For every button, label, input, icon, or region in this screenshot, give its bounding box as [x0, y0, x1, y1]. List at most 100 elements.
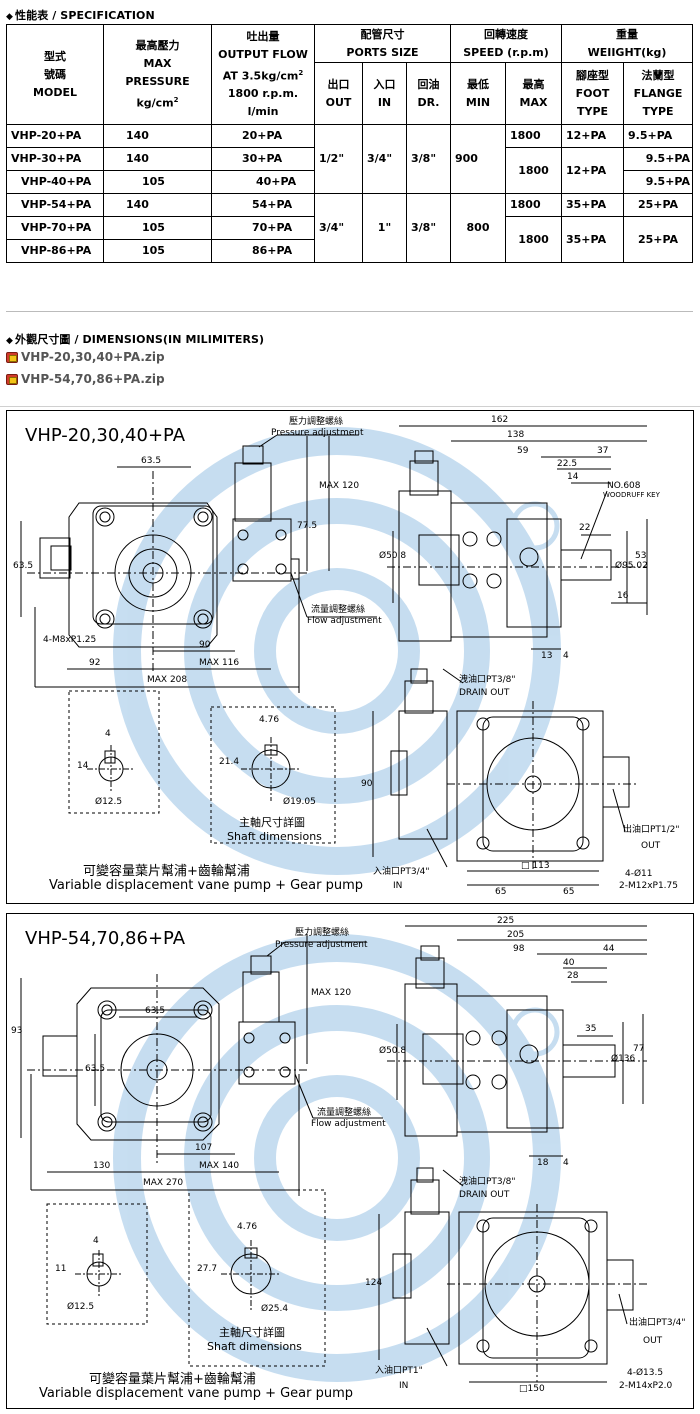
drawing-1-caption-cn: 可變容量葉片幫浦+齒輪幫浦: [83, 864, 250, 879]
dim-label: 90: [361, 779, 373, 789]
table-row: VHP-70+PA 105 70+PA 1800 35+PA 25+PA: [6, 216, 693, 263]
dimension-drawing-1: VHP-20,30,40+PA 壓力調整螺絲 Pressure adjustme…: [6, 410, 694, 904]
dim-label: Ø95.02: [615, 561, 648, 571]
dim-label: 53: [635, 551, 647, 561]
thread-label: 2-M14xP2.0: [619, 1381, 673, 1391]
dim-label: 4: [105, 729, 111, 739]
woodruff-key-label-2: WOODRUFF KEY: [603, 491, 660, 499]
woodruff-key-label: NO.608: [607, 481, 641, 491]
dim-label: Ø50.8: [379, 551, 407, 561]
dim-label: □150: [519, 1384, 545, 1394]
dim-label: Ø25.4: [261, 1304, 289, 1314]
drawing-1-caption: Variable displacement vane pump + Gear p…: [49, 878, 364, 893]
dim-label: 225: [497, 916, 515, 926]
drawing-2-title: VHP-54,70,86+PA: [25, 928, 186, 949]
dim-label: 4: [563, 1158, 569, 1168]
dim-label: MAX 208: [147, 675, 188, 685]
dim-label: 63.5: [141, 456, 162, 466]
drawing-1-title: VHP-20,30,40+PA: [25, 425, 186, 446]
dim-label: 130: [93, 1161, 111, 1171]
in-port-label: IN: [393, 881, 403, 891]
drain-out-label-cn: 洩油口PT3/8": [459, 675, 516, 685]
dimensions-section-title: ◆外觀尺寸圖 / DIMENSIONS(IN MILIMITERS): [6, 333, 265, 346]
table-row: VHP-20+PA 140 20+PA 1/2" 3/4" 3/8" 900 1…: [6, 124, 693, 194]
zip-link-vhp-20-30-40[interactable]: VHP-20,30,40+PA.zip: [6, 350, 165, 364]
dim-label: 124: [365, 1278, 383, 1288]
dim-label: 162: [491, 415, 509, 425]
dim-label: 65: [563, 887, 575, 897]
dim-label: 35: [585, 1024, 597, 1034]
out-port-label-cn: 出油口PT1/2": [623, 825, 680, 835]
dim-label: 27.7: [197, 1264, 218, 1274]
shaft-dimensions-label: Shaft dimensions: [207, 1340, 302, 1353]
hole-label: 4-Ø11: [625, 869, 653, 879]
dim-label: 63.5: [85, 1064, 106, 1074]
dim-label: MAX 116: [199, 658, 240, 668]
pressure-adjustment-label-cn: 壓力調整螺絲: [289, 417, 344, 427]
dim-label: 44: [603, 944, 615, 954]
dim-label: 93: [11, 1026, 23, 1036]
dim-label: 21.4: [219, 757, 240, 767]
drain-out-label-cn: 洩油口PT3/8": [459, 1177, 516, 1187]
dim-label: 22: [579, 523, 591, 533]
flow-adjustment-label: Flow adjustment: [307, 616, 382, 626]
dim-label: 18: [537, 1158, 549, 1168]
drawing-1-lines: [20, 425, 648, 886]
dim-label: 138: [507, 430, 525, 440]
dim-label: Ø136: [611, 1054, 636, 1064]
dim-label: 107: [195, 1143, 213, 1153]
divider: [0, 406, 700, 407]
dim-label: 4: [563, 651, 569, 661]
shaft-dimensions-label: Shaft dimensions: [227, 830, 322, 843]
zip-file-icon: [6, 373, 19, 386]
spec-section-title: ◆性能表 / SPECIFICATION: [6, 9, 155, 22]
dim-label: 13: [541, 651, 553, 661]
drain-out-label: DRAIN OUT: [459, 688, 510, 698]
dim-label: 4.76: [237, 1222, 258, 1232]
drawing-2-caption-cn: 可變容量葉片幫浦+齒輪幫浦: [89, 1372, 256, 1387]
zip-link-vhp-54-70-86[interactable]: VHP-54,70,86+PA.zip: [6, 372, 165, 386]
zip-file-icon: [6, 351, 19, 364]
pressure-adjustment-label: Pressure adjustment: [271, 428, 364, 438]
dim-label: 14: [567, 472, 579, 482]
dim-label: MAX 120: [319, 481, 360, 491]
dim-label: 59: [517, 446, 529, 456]
dim-label: 28: [567, 971, 579, 981]
dim-label: 90: [199, 640, 211, 650]
pressure-adjustment-label-cn: 壓力調整螺絲: [295, 928, 350, 938]
in-port-label-cn: 入油口PT1": [375, 1366, 423, 1376]
flow-adjustment-label-cn: 流量調整螺絲: [311, 605, 366, 615]
dim-label: 205: [507, 930, 525, 940]
dim-label: MAX 270: [143, 1178, 184, 1188]
pressure-adjustment-label: Pressure adjustment: [275, 940, 368, 950]
in-port-label: IN: [399, 1381, 409, 1391]
dim-label: 4.76: [259, 715, 280, 725]
flow-adjustment-label-cn: 流量調整螺絲: [317, 1108, 372, 1118]
dim-label: 77: [633, 1044, 645, 1054]
dim-label: Ø12.5: [95, 797, 123, 807]
out-port-label: OUT: [643, 1336, 663, 1346]
dim-label: MAX 140: [199, 1161, 240, 1171]
dim-label: MAX 120: [311, 988, 352, 998]
dim-label: Ø12.5: [67, 1302, 95, 1312]
hole-label: 4-Ø13.5: [627, 1368, 664, 1378]
bolt-label: 4-M8xP1.25: [43, 635, 97, 645]
drawing-2-lines: [20, 925, 647, 1383]
spec-table-footer: [6, 284, 693, 312]
out-port-label-cn: 出油口PT3/4": [629, 1318, 686, 1328]
dim-label: 16: [617, 591, 629, 601]
dim-label: Ø19.05: [283, 797, 316, 807]
dim-label: 63.5: [13, 561, 34, 571]
shaft-dimensions-label-cn: 主軸尺寸詳圖: [219, 1326, 285, 1339]
dim-label: 77.5: [297, 521, 318, 531]
thread-label: 2-M12xP1.75: [619, 881, 678, 891]
in-port-label-cn: 入油口PT3/4": [373, 867, 430, 877]
